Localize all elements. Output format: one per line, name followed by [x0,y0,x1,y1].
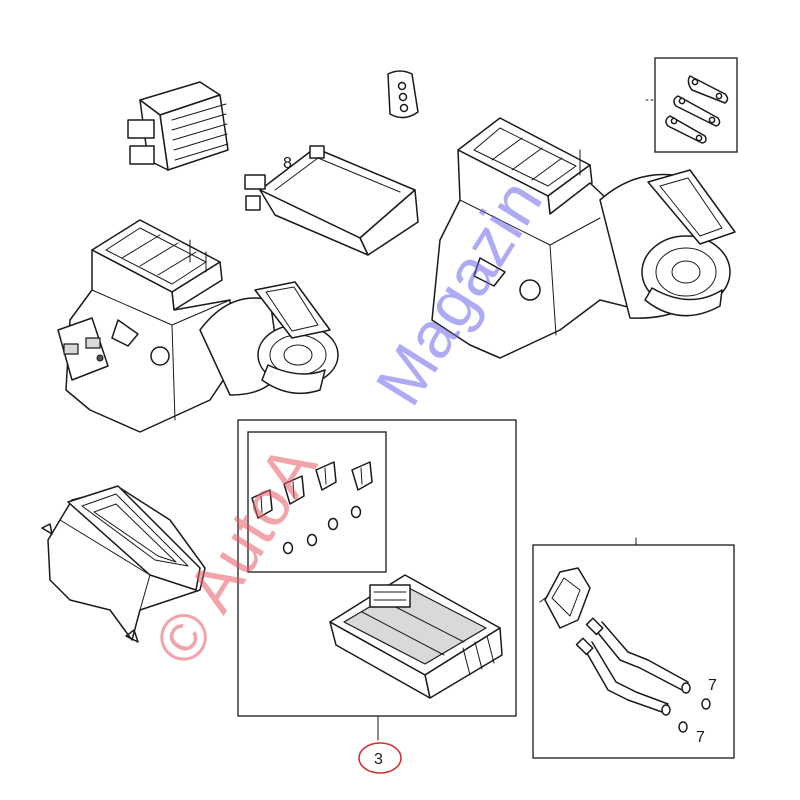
part-number-7-upper: 7 [708,677,717,694]
air-inlet-flap [127,81,229,171]
lower-tray [244,145,419,256]
heater-core-kit [237,419,517,741]
link-plates-inset [645,57,738,153]
part-number-8: 8 [283,155,292,172]
seal-grommet [387,70,419,119]
blower-housing-left [57,219,339,433]
coolant-pipes-inset [532,537,735,759]
outlet-duct [41,485,206,643]
part-number-3: 3 [374,751,383,768]
part-3-callout-circle [358,742,402,774]
part-number-7-lower: 7 [696,729,705,746]
blower-housing-right [431,117,736,359]
